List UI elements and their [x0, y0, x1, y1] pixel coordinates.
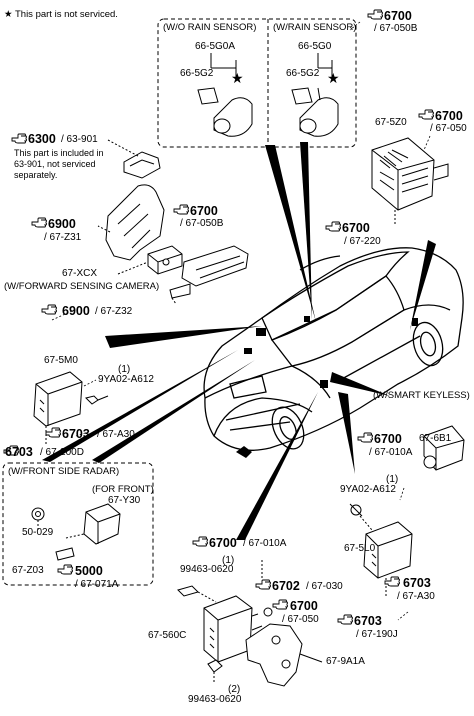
callout-ref: / 67-050: [430, 123, 467, 134]
callout-ref: / 67-050: [282, 614, 319, 625]
module-67-560c: [177, 560, 323, 687]
leader-wedge: [105, 326, 262, 348]
part-label: 67-XCX: [62, 268, 98, 279]
callout-num: 6700: [374, 432, 402, 446]
radar-module: [31, 503, 121, 561]
part-label: 67-5L0: [344, 543, 376, 554]
part-label: 66-5G0A: [195, 41, 236, 52]
callout-ref: / 67-010A: [369, 447, 413, 458]
callout-num: 6703: [5, 445, 33, 459]
forward-camera: [117, 245, 183, 275]
callout-note: This part is included in 63-901, not ser…: [14, 148, 104, 180]
box-label-forward-camera: (W/FORWARD SENSING CAMERA): [4, 281, 160, 292]
leader-wedge: [236, 392, 318, 540]
callout-num: 6703: [403, 576, 431, 590]
callout-ref: / 67-030: [306, 581, 343, 592]
part-label: 67-5Z0: [375, 117, 407, 128]
callout-num: 6703: [62, 427, 90, 441]
part-label: 66-5G2: [286, 68, 320, 79]
part-label: 67-Z03: [12, 565, 44, 576]
part-label: 9YA02-A612: [98, 374, 154, 385]
callout-num: 6700: [190, 204, 218, 218]
callout-num: 6700: [384, 9, 412, 23]
callout-ref: / 67-A30: [97, 429, 135, 440]
part-label: 66-5G0: [298, 41, 332, 52]
part-label: 9YA02-A612: [340, 484, 396, 495]
callout-num: 5000: [75, 564, 103, 578]
bracket-6300: [107, 139, 161, 179]
part-label: (1): [118, 364, 131, 375]
callout-ref: / 67-200D: [40, 447, 84, 458]
leader-wedge: [92, 360, 255, 463]
box-label-wo-rain: (W/O RAIN SENSOR): [163, 22, 257, 33]
callout-ref: / 67-071A: [75, 579, 119, 590]
box-label-smart-keyless: (W/SMART KEYLESS): [373, 390, 470, 401]
car-illustration: [203, 247, 464, 451]
rain-sensor-parts: [197, 53, 339, 137]
part-label: 50-029: [22, 527, 54, 538]
part-label: (2): [228, 684, 241, 695]
callout-num: 6900: [48, 217, 76, 231]
part-label: 67-9A1A: [326, 656, 365, 667]
box-label-front-side-radar: (W/FRONT SIDE RADAR): [8, 466, 120, 477]
svg-text:★: ★: [231, 71, 244, 87]
leader-wedge: [410, 240, 436, 330]
part-label: 67-6B1: [419, 433, 452, 444]
smart-keyless-antenna: [423, 425, 465, 471]
cover-6900-upper: [97, 184, 165, 261]
cover-6900-lower: [169, 245, 249, 305]
callout-ref: / 67-A30: [397, 591, 435, 602]
callout-ref: / 67-010A: [243, 538, 287, 549]
callout-num: 6702: [272, 579, 300, 593]
leader-wedge: [42, 350, 238, 462]
part-label: 67-Y30: [108, 495, 141, 506]
rain-sensor-box: [157, 18, 357, 148]
part-label: 67-5M0: [44, 355, 78, 366]
callout-num: 6700: [435, 109, 463, 123]
part-label: 67-560C: [148, 630, 187, 641]
part-label: (1): [386, 474, 399, 485]
part-label: (1): [222, 555, 235, 566]
module-67-5m0: [33, 371, 109, 444]
part-label: 99463-0620: [180, 564, 234, 575]
module-67-5l0: [349, 503, 413, 596]
module-67-5z0: [371, 137, 449, 226]
leader-wedge: [300, 142, 312, 320]
callout-num: 6900: [62, 304, 90, 318]
callout-ref: / 67-050B: [180, 218, 224, 229]
callout-ref: / 67-190J: [356, 629, 398, 640]
callout-num: 6700: [290, 599, 318, 613]
leader-wedge: [338, 392, 355, 474]
leader-wedge: [265, 145, 316, 322]
callout-ref: / 63-901: [61, 134, 98, 145]
box-label-for-front: (FOR FRONT): [92, 484, 154, 495]
header-note: ★ This part is not serviced.: [4, 9, 118, 20]
box-label-w-rain: (W/RAIN SENSOR): [273, 22, 357, 33]
leader-wedge: [330, 372, 390, 396]
callout-ref: / 67-Z31: [44, 232, 82, 243]
callout-num: 6703: [354, 614, 382, 628]
callout-ref: / 67-Z32: [95, 306, 133, 317]
callout-ref: / 67-220: [344, 236, 381, 247]
callout-num: 6700: [342, 221, 370, 235]
callout-num: 6700: [209, 536, 237, 550]
callout-ref: / 67-050B: [374, 23, 418, 34]
callout-num: 6300: [28, 132, 56, 146]
part-label: 66-5G2: [180, 68, 214, 79]
svg-text:★: ★: [327, 71, 340, 87]
part-label: 99463-0620: [188, 694, 242, 705]
